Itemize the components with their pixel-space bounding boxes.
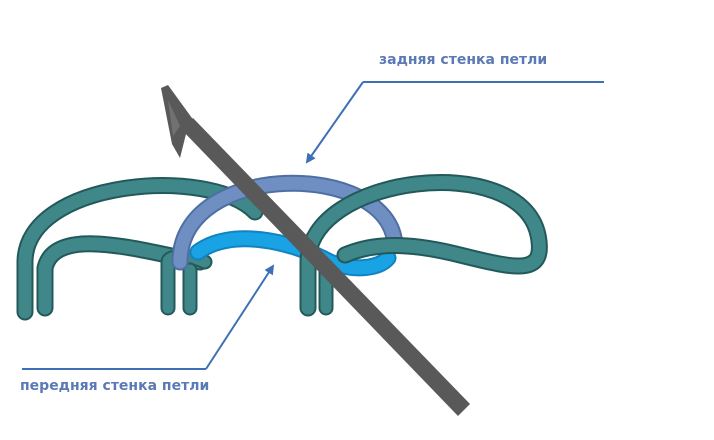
back-wall-leader [305,81,604,164]
back-wall-label: задняя стенка петли [379,52,548,68]
back-wall-arc [171,174,404,271]
crochet-hook-icon [161,85,470,416]
front-wall-label: передняя стенка петли [20,378,210,394]
front-wall-leader [22,264,275,370]
